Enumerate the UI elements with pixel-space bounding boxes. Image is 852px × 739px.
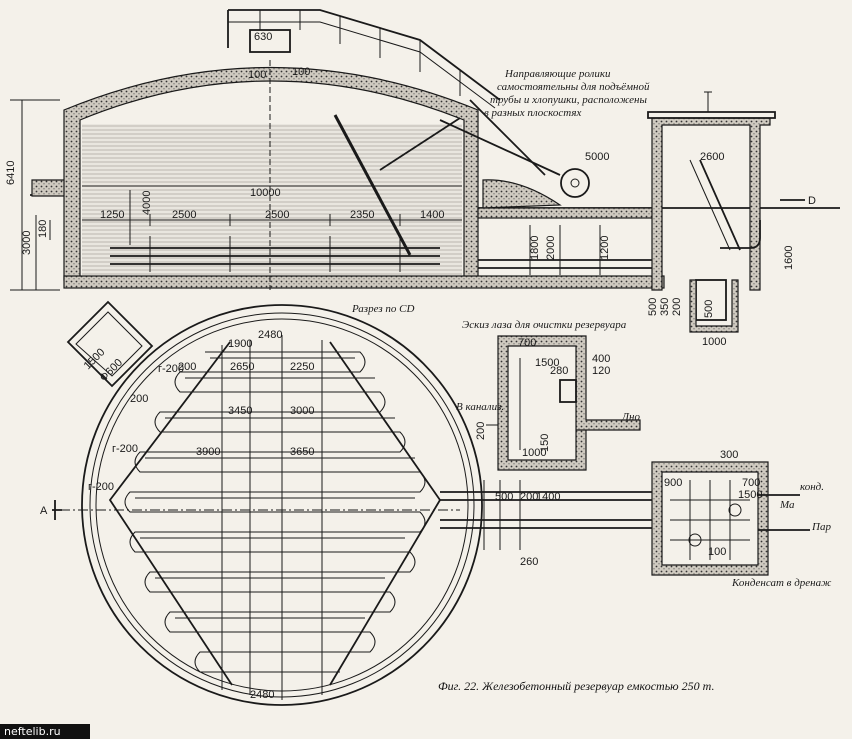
dim-3900: 3900 bbox=[196, 446, 220, 458]
axis-d-label: D bbox=[808, 195, 816, 207]
dim-1200: 1200 bbox=[599, 236, 611, 260]
dim-b300: 300 bbox=[720, 449, 738, 461]
dim-m400: 400 bbox=[592, 353, 610, 365]
dim-200d: 200 bbox=[130, 393, 148, 405]
dim-5000: 5000 bbox=[585, 151, 609, 163]
dim-p200: 200 bbox=[520, 491, 538, 503]
dim-2600: 2600 bbox=[700, 151, 724, 163]
dim-b100: 100 bbox=[708, 546, 726, 558]
tank-dome bbox=[63, 66, 479, 281]
dim-100a: 100 bbox=[248, 69, 266, 81]
dim-2350: 2350 bbox=[350, 209, 374, 221]
dim-m200: 200 bbox=[475, 422, 487, 440]
dim-m700: 700 bbox=[518, 337, 536, 349]
dim-2650: 2650 bbox=[230, 361, 254, 373]
dim-f600: Ф600 bbox=[98, 357, 125, 384]
dim-500b: 500 bbox=[703, 300, 715, 318]
condensate-label: Конденсат в дренаж bbox=[731, 577, 832, 589]
plan-view bbox=[52, 300, 810, 706]
par-label: Пар bbox=[811, 521, 831, 533]
dim-1600: 1600 bbox=[783, 246, 795, 270]
manhole-sketch-label: Эскиз лаза для очистки резервуара bbox=[462, 319, 627, 331]
dim-180: 180 bbox=[37, 220, 49, 238]
watermark: neftelib.ru bbox=[4, 725, 61, 738]
dim-1000: 1000 bbox=[702, 336, 726, 348]
dim-m1500: 1500 bbox=[535, 357, 559, 369]
dim-2500b: 2500 bbox=[265, 209, 289, 221]
dim-r200c: г-200 bbox=[88, 481, 114, 493]
pump-house bbox=[651, 117, 771, 291]
dim-350: 350 bbox=[659, 298, 671, 316]
dim-b1500: 1500 bbox=[738, 489, 762, 501]
dim-m1000: 1000 bbox=[522, 447, 546, 459]
dim-p260: 260 bbox=[520, 556, 538, 568]
dim-100b: 100 bbox=[292, 66, 310, 78]
elevation-section bbox=[30, 9, 840, 333]
dim-2000: 2000 bbox=[545, 236, 557, 260]
dim-p500: 500 bbox=[495, 491, 513, 503]
dim-3000b: 3000 bbox=[290, 405, 314, 417]
dim-m280: 280 bbox=[550, 365, 568, 377]
dim-2250: 2250 bbox=[290, 361, 314, 373]
rollers-note-3: трубы и хлопушки, расположены bbox=[490, 94, 647, 106]
dim-3000: 3000 bbox=[21, 231, 33, 255]
heating-coil bbox=[124, 351, 426, 673]
dim-2500a: 2500 bbox=[172, 209, 196, 221]
dim-p1400: 1400 bbox=[536, 491, 560, 503]
dim-2480b: 2480 bbox=[250, 689, 274, 701]
bottom-label: Дно bbox=[621, 411, 640, 423]
dim-3650: 3650 bbox=[290, 446, 314, 458]
rollers-note-2: самостоятельны для подъёмной bbox=[497, 81, 650, 93]
dim-1400: 1400 bbox=[420, 209, 444, 221]
dim-1900: 1900 bbox=[228, 338, 252, 350]
axis-a-label: A bbox=[40, 505, 48, 517]
dim-200c: 200 bbox=[178, 361, 196, 373]
dim-b700: 700 bbox=[742, 477, 760, 489]
dim-200: 200 bbox=[671, 298, 683, 316]
dim-r200b: г-200 bbox=[112, 443, 138, 455]
ma-label: Ма bbox=[779, 499, 795, 511]
dim-1250: 1250 bbox=[100, 209, 124, 221]
dim-4000: 4000 bbox=[141, 191, 153, 215]
watermark-bg bbox=[0, 724, 90, 739]
dim-500: 500 bbox=[647, 298, 659, 316]
tank-liquid bbox=[82, 124, 462, 278]
dim-630: 630 bbox=[254, 31, 272, 43]
figure-caption: Фиг. 22. Железобетонный резервуар емкост… bbox=[438, 679, 714, 693]
dim-m120: 120 bbox=[592, 365, 610, 377]
to-sewer-label: В канализ. bbox=[456, 401, 504, 413]
left-dimensions bbox=[10, 99, 131, 291]
rollers-note-4: в разных плоскостях bbox=[484, 107, 581, 119]
dim-m150: 150 bbox=[539, 434, 551, 452]
dim-r200a: г-200 bbox=[158, 363, 184, 375]
dim-3450: 3450 bbox=[228, 405, 252, 417]
dim-1800: 1800 bbox=[529, 236, 541, 260]
dim-10000: 10000 bbox=[250, 187, 281, 199]
kond-label: конд. bbox=[800, 481, 824, 493]
dim-b900: 900 bbox=[664, 477, 682, 489]
manhole-sketch bbox=[486, 335, 641, 471]
dim-6410: 6410 bbox=[5, 161, 17, 185]
section-cd-label: Разрез по CD bbox=[351, 303, 414, 315]
rollers-note-1: Направляющие ролики bbox=[504, 68, 611, 80]
dim-2480a: 2480 bbox=[258, 329, 282, 341]
